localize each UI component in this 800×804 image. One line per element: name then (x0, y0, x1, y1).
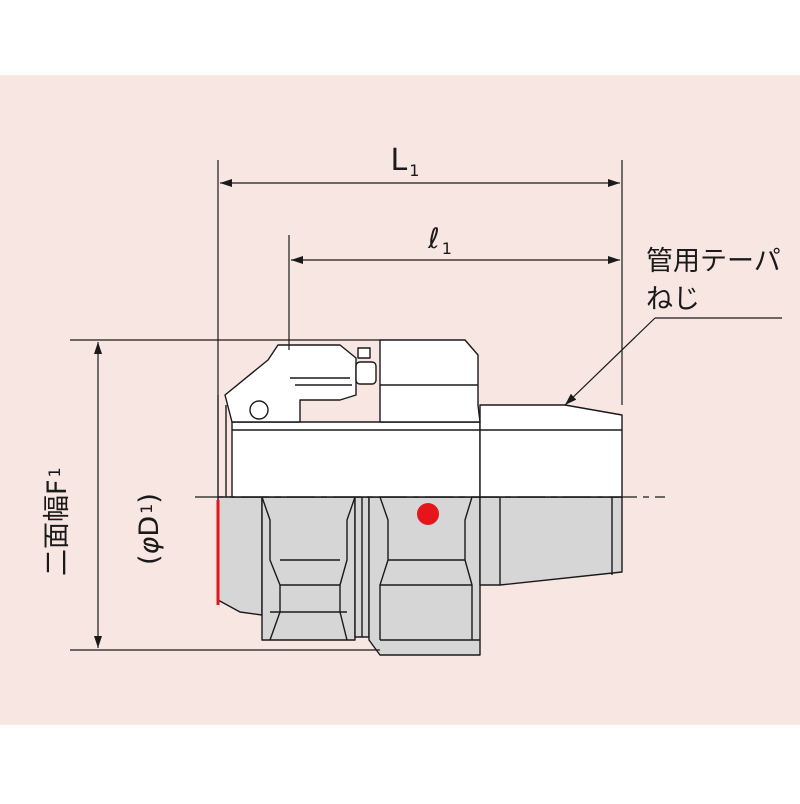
thread-callout-line2: ねじ (646, 284, 700, 315)
oring-upper (249, 400, 269, 420)
right-nut-outline (379, 339, 481, 423)
section-view (217, 496, 623, 656)
left-body-section (217, 496, 263, 616)
label-across-flats: 二面幅F1 (42, 467, 73, 576)
thread-callout-line1: 管用テーパ (646, 246, 781, 277)
external-view (217, 339, 623, 498)
thread-tail-section (479, 496, 623, 586)
dimension-lines (70, 160, 782, 651)
body-outline (231, 421, 481, 498)
marker-dot (417, 503, 439, 525)
thread-leader (564, 317, 656, 406)
thread-tail-outline (479, 404, 623, 498)
oring-box (355, 361, 377, 385)
label-diameter: (φD1) (134, 493, 165, 565)
